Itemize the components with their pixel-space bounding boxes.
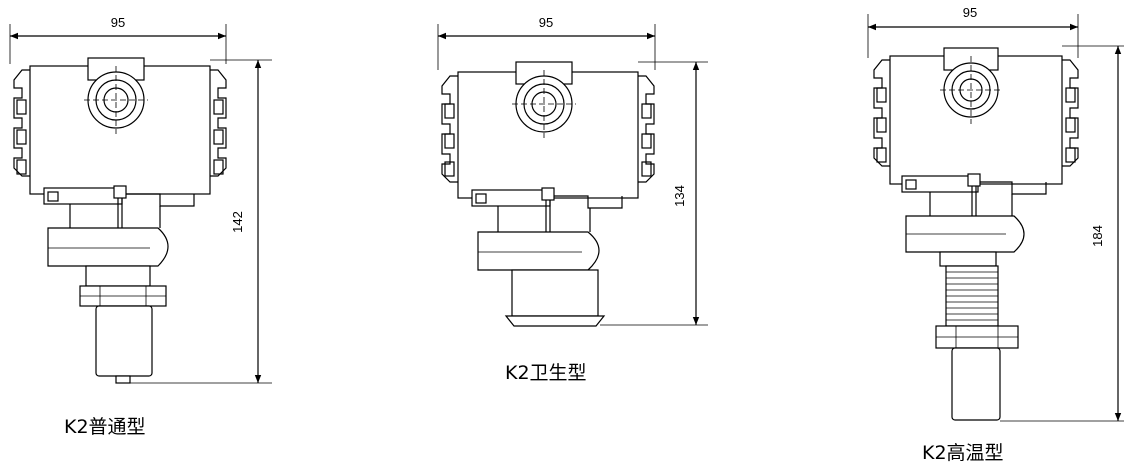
caption-k2-high-temp: K2高温型 bbox=[922, 442, 1004, 464]
process-cap bbox=[47, 227, 169, 267]
caption-k2-standard: K2普通型 bbox=[64, 416, 146, 438]
height-dimension-label: 184 bbox=[1090, 225, 1105, 247]
caption-k2-sanitary: K2卫生型 bbox=[505, 362, 587, 384]
probe bbox=[951, 347, 1001, 421]
sanitary-body bbox=[511, 269, 599, 317]
drawing-k2-high-temp: 95 bbox=[867, 5, 1124, 422]
width-dimension-label: 95 bbox=[539, 15, 553, 30]
height-dimension-label: 134 bbox=[672, 185, 687, 207]
width-dimension-label: 95 bbox=[963, 5, 977, 20]
sanitary-flange bbox=[504, 315, 606, 327]
drawing-k2-sanitary: 95 134 bbox=[437, 15, 708, 327]
probe bbox=[95, 305, 153, 377]
height-dimension-label: 142 bbox=[230, 211, 245, 233]
process-cap bbox=[477, 231, 600, 271]
width-dimension-label: 95 bbox=[111, 15, 125, 30]
drawing-k2-standard: 95 bbox=[9, 15, 272, 384]
